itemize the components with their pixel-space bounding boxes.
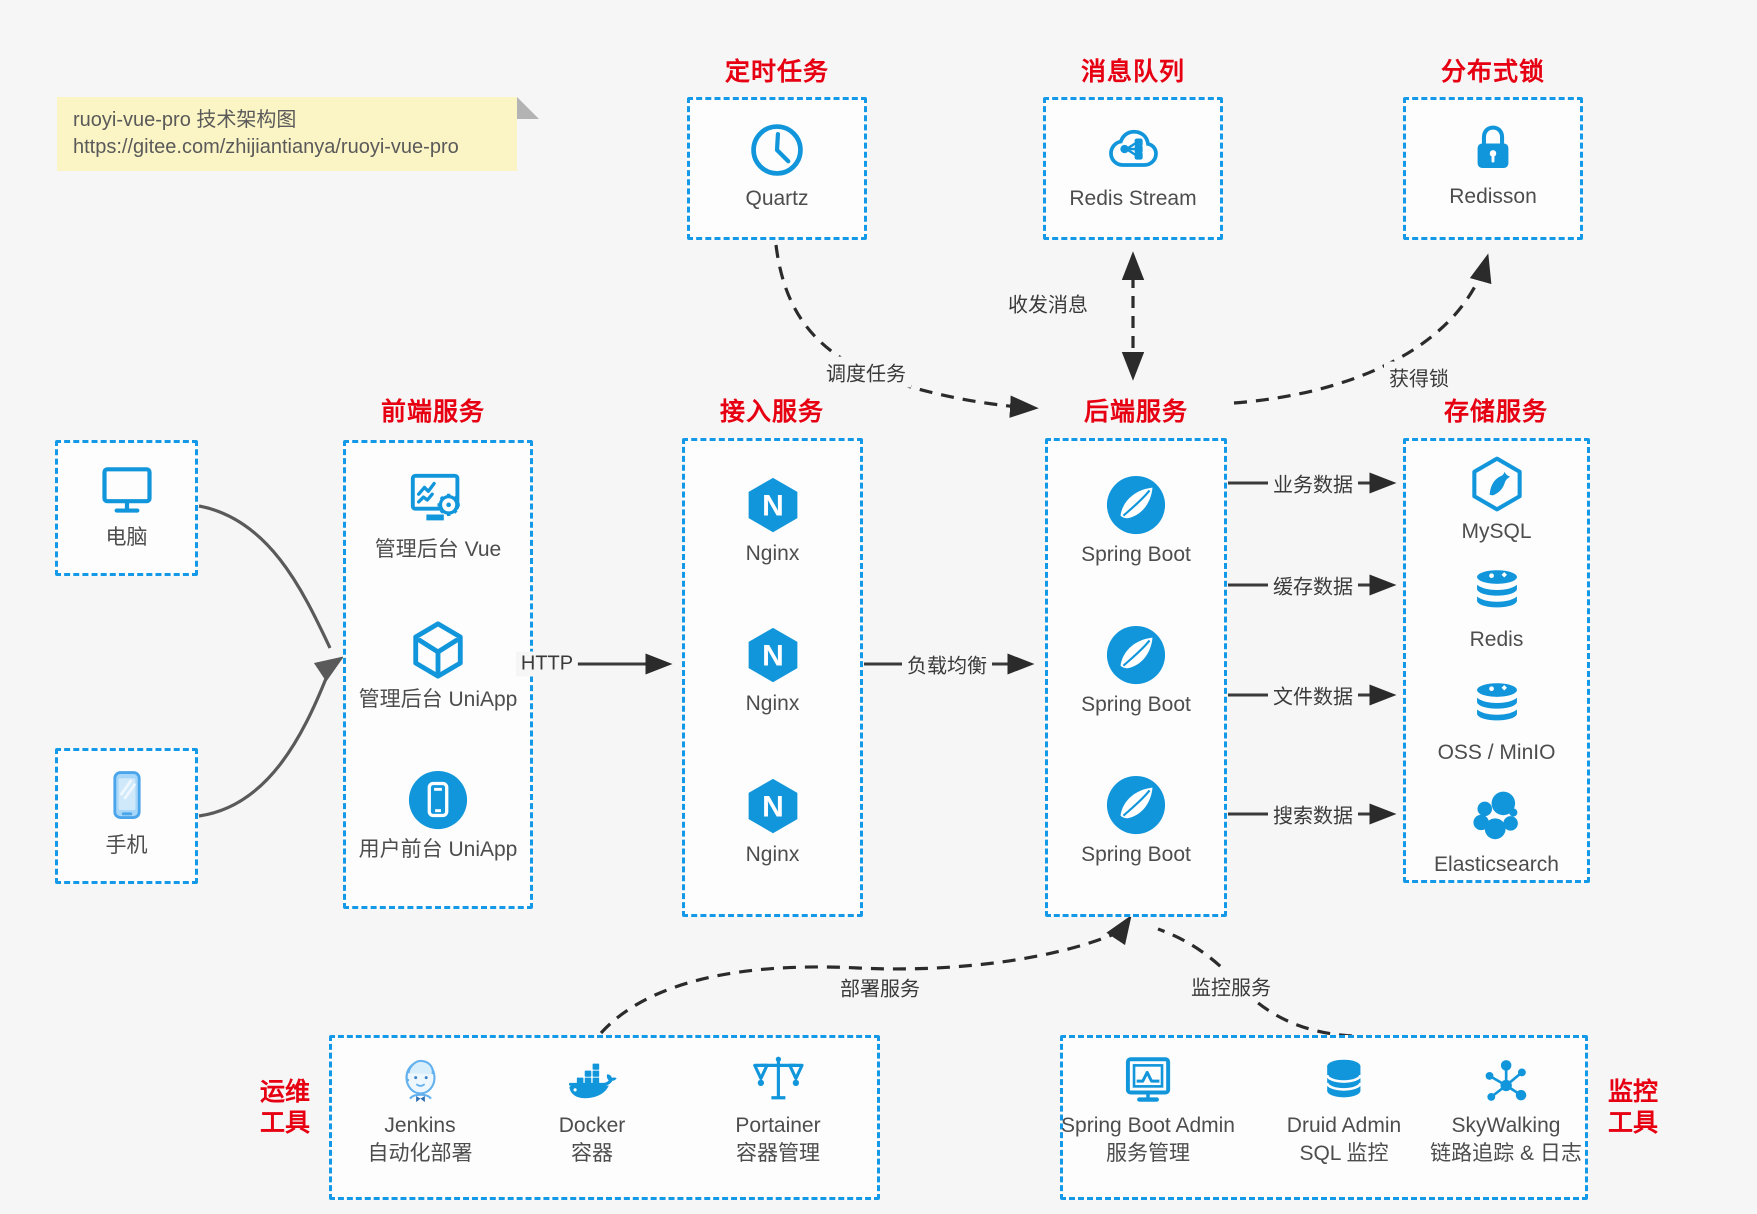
desktop-icon [101, 467, 152, 513]
nginx-icon: N [748, 477, 797, 533]
spring-boot-icon [1106, 775, 1166, 835]
spring-boot-label: Spring Boot [1081, 843, 1191, 866]
title-queue-group: 消息队列 [1080, 58, 1186, 86]
elasticsearch-label: Elasticsearch [1434, 853, 1559, 876]
druid-name: Druid Admin [1286, 1114, 1402, 1137]
title-schedule-group: 定时任务 [724, 58, 830, 86]
title-monitor-tools: 监控 工具 [1607, 1078, 1659, 1137]
docker-sub: 容器 [571, 1142, 613, 1165]
nginx-label: Nginx [745, 542, 800, 565]
nginx-label: Nginx [745, 692, 800, 715]
jenkins-name: Jenkins [384, 1114, 456, 1137]
quartz-label: Quartz [745, 187, 809, 210]
edge-label-http: HTTP [515, 651, 579, 677]
spring-boot-admin-sub: 服务管理 [1106, 1142, 1190, 1165]
vue-admin-icon [410, 473, 460, 521]
skywalking-icon [1485, 1060, 1527, 1101]
spring-boot-label: Spring Boot [1081, 693, 1191, 716]
portainer-icon [752, 1056, 804, 1100]
nginx-label: Nginx [745, 843, 800, 866]
quartz-box: Quartz [687, 97, 867, 240]
nginx-icon: N [748, 627, 797, 683]
edge-label-load-balance: 负载均衡 [902, 648, 992, 680]
svg-text:N: N [762, 489, 784, 522]
frontend-item-label: 管理后台 UniApp [358, 688, 518, 711]
lock-icon [1477, 125, 1509, 168]
title-backend: 后端服务 [1083, 398, 1189, 426]
spring-boot-icon [1106, 475, 1166, 535]
edge-label-deploy-service: 部署服务 [835, 971, 925, 1003]
note-fold-corner [517, 97, 539, 119]
monitor-tools-box: Spring Boot Admin 服务管理 Druid Admin SQL 监… [1060, 1035, 1588, 1200]
edge-label-search-data: 搜索数据 [1268, 798, 1358, 830]
note-title: ruoyi-vue-pro 技术架构图 [73, 109, 297, 131]
svg-text:N: N [762, 790, 784, 823]
user-uniapp-icon [408, 770, 468, 830]
note-url: https://gitee.com/zhijiantianya/ruoyi-vu… [73, 136, 459, 158]
edge-label-acquire-lock: 获得锁 [1384, 361, 1454, 393]
svg-text:N: N [762, 639, 784, 672]
phone-icon [112, 771, 141, 819]
phone-label: 手机 [105, 834, 148, 857]
edge-label-monitor-service: 监控服务 [1186, 970, 1276, 1002]
frontend-item-label: 用户前台 UniApp [358, 838, 518, 861]
title-frontend: 前端服务 [380, 398, 486, 426]
spring-boot-admin-icon [1125, 1057, 1171, 1102]
druid-sub: SQL 监控 [1299, 1142, 1389, 1165]
frontend-item-label: 管理后台 Vue [374, 538, 502, 561]
edge-label-file-data: 文件数据 [1268, 679, 1358, 711]
jenkins-sub: 自动化部署 [367, 1142, 473, 1165]
phone-client-box: 手机 [55, 748, 198, 884]
jenkins-icon [404, 1059, 436, 1103]
druid-db-icon [1326, 1059, 1362, 1098]
clock-icon [751, 124, 803, 176]
oss-minio-label: OSS / MinIO [1437, 741, 1556, 764]
oss-minio-icon [1476, 683, 1517, 721]
title-ops-tools: 运维 工具 [259, 1078, 311, 1137]
spring-boot-label: Spring Boot [1081, 543, 1191, 566]
title-storage: 存储服务 [1443, 398, 1549, 426]
edge-phone-to-frontend [198, 656, 344, 818]
elasticsearch-icon [1472, 791, 1518, 840]
edge-pc-to-frontend [198, 504, 332, 649]
title-gateway: 接入服务 [719, 398, 825, 426]
title-lock-group: 分布式锁 [1440, 58, 1546, 86]
portainer-name: Portainer [735, 1114, 821, 1137]
ops-tools-box: Jenkins 自动化部署 Docker 容器 [329, 1035, 880, 1200]
redisson-label: Redisson [1449, 185, 1537, 208]
sticky-note: ruoyi-vue-pro 技术架构图 https://gitee.com/zh… [57, 97, 539, 171]
spring-boot-admin-name: Spring Boot Admin [1061, 1114, 1235, 1137]
backend-box: Spring Boot Spring Boot Spring Boot [1045, 438, 1227, 917]
edge-label-send-receive-msg: 收发消息 [1003, 287, 1093, 319]
redis-label: Redis [1469, 628, 1524, 651]
pc-client-box: 电脑 [55, 440, 198, 576]
cloud-stream-icon [1109, 129, 1158, 167]
gateway-box: N Nginx N Nginx N Nginx [682, 438, 863, 917]
skywalking-name: SkyWalking [1451, 1114, 1561, 1137]
skywalking-sub: 链路追踪 & 日志 [1430, 1142, 1582, 1165]
edge-label-cache-data: 缓存数据 [1268, 569, 1358, 601]
redis-stream-box: Redis Stream [1043, 97, 1223, 240]
portainer-sub: 容器管理 [736, 1142, 820, 1165]
docker-name: Docker [558, 1114, 626, 1137]
storage-box: MySQL Redis OSS / MinIO [1403, 438, 1590, 883]
docker-icon [569, 1063, 617, 1099]
redis-icon [1476, 570, 1517, 608]
mysql-icon [1471, 456, 1522, 512]
spring-boot-icon [1106, 625, 1166, 685]
pc-label: 电脑 [105, 526, 148, 549]
frontend-box: 管理后台 Vue 管理后台 UniApp 用户前台 UniApp [343, 440, 533, 909]
edge-label-schedule-task: 调度任务 [821, 356, 911, 388]
mysql-label: MySQL [1461, 520, 1532, 543]
nginx-icon: N [748, 778, 797, 834]
redisson-box: Redisson [1403, 97, 1583, 240]
redis-stream-label: Redis Stream [1069, 187, 1197, 210]
uniapp-cube-icon [413, 621, 463, 679]
edge-label-business-data: 业务数据 [1268, 467, 1358, 499]
